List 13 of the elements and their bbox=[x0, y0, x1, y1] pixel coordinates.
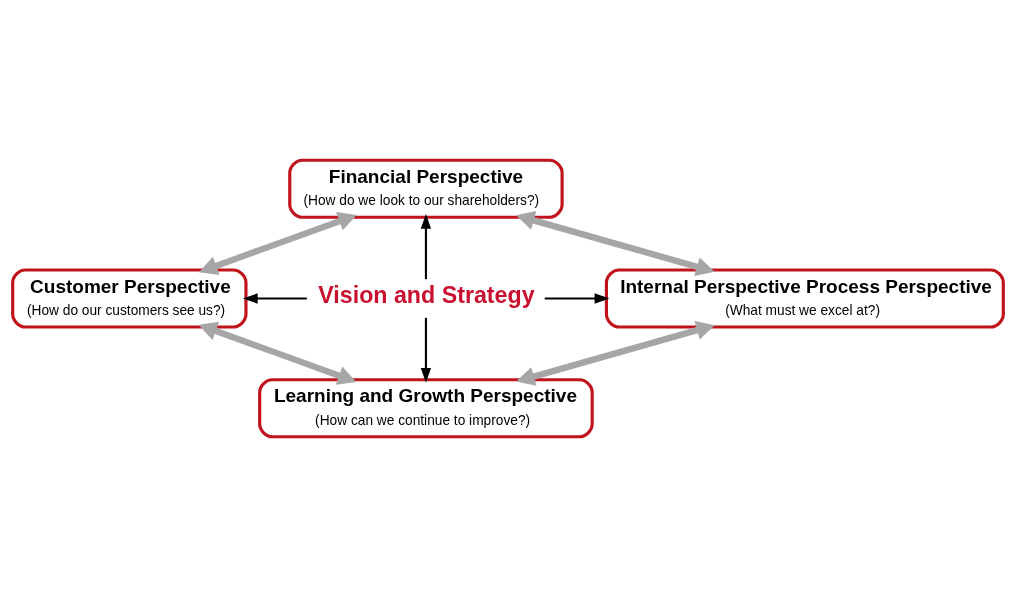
arrow bbox=[420, 317, 432, 383]
arrow bbox=[515, 210, 715, 276]
node-box: Learning and Growth Perspective (How can we continue to improve?) bbox=[258, 377, 594, 438]
node-box: Financial Perspective (How do we look to our shareholders?) bbox=[288, 158, 564, 219]
node-box: Customer Perspective (How do our customers see us?) bbox=[11, 267, 248, 329]
arrow bbox=[516, 320, 715, 386]
arrow bbox=[544, 292, 610, 304]
arrow bbox=[420, 213, 432, 279]
arrow bbox=[198, 321, 357, 385]
arrow bbox=[198, 211, 357, 275]
node-text: Vision and Strategy bbox=[318, 281, 535, 308]
node-box: Internal Perspective Process Perspective (What must we excel at?) bbox=[604, 267, 1005, 329]
arrow bbox=[242, 292, 307, 304]
